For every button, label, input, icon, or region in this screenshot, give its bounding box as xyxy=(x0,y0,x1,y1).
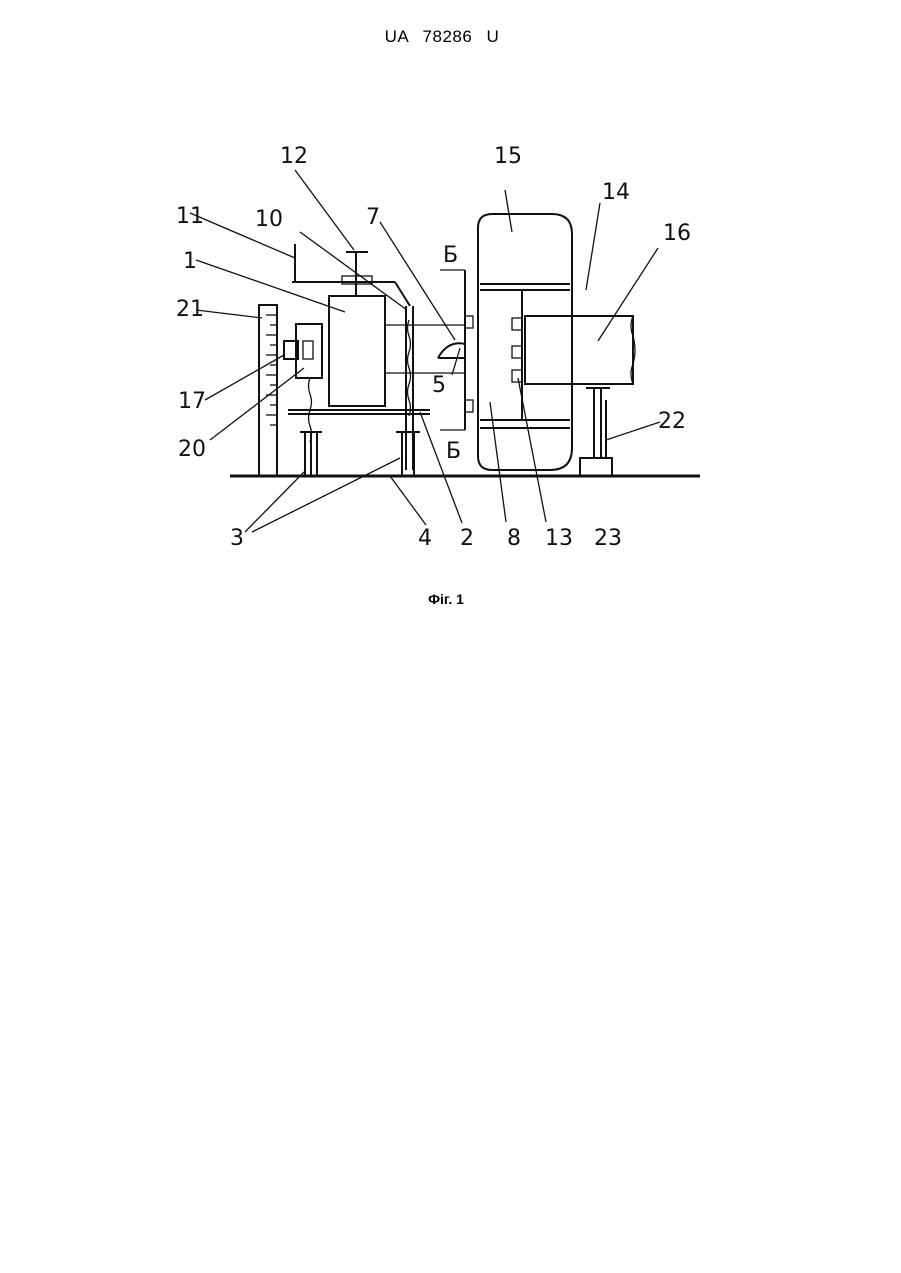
label-22: 22 xyxy=(658,409,686,434)
label-2: 2 xyxy=(460,526,474,551)
label-12: 12 xyxy=(280,144,308,169)
label-13: 13 xyxy=(545,526,573,551)
pointer-block-20 xyxy=(296,324,322,378)
label-8: 8 xyxy=(507,526,521,551)
label-23: 23 xyxy=(594,526,622,551)
scale-ticks xyxy=(266,315,277,425)
hub-16 xyxy=(525,316,633,384)
label-10: 10 xyxy=(255,207,283,232)
figure-caption: Фіг. 1 xyxy=(0,591,892,607)
patent-drawing-fig1: 15 14 16 12 11 10 7 1 21 17 20 5 Б Б 22 … xyxy=(0,0,901,620)
label-16: 16 xyxy=(663,221,691,246)
label-3: 3 xyxy=(230,526,244,551)
label-1: 1 xyxy=(183,249,197,274)
label-section-bottom: Б xyxy=(446,439,461,464)
foot-23 xyxy=(580,458,612,476)
label-17: 17 xyxy=(178,389,206,414)
label-section-top: Б xyxy=(443,243,458,268)
label-11: 11 xyxy=(176,204,204,229)
label-5: 5 xyxy=(432,373,446,398)
label-15: 15 xyxy=(494,144,522,169)
label-21: 21 xyxy=(176,297,204,322)
housing-1 xyxy=(329,296,385,406)
label-14: 14 xyxy=(602,180,630,205)
label-20: 20 xyxy=(178,437,206,462)
label-7: 7 xyxy=(366,205,380,230)
label-4: 4 xyxy=(418,526,432,551)
